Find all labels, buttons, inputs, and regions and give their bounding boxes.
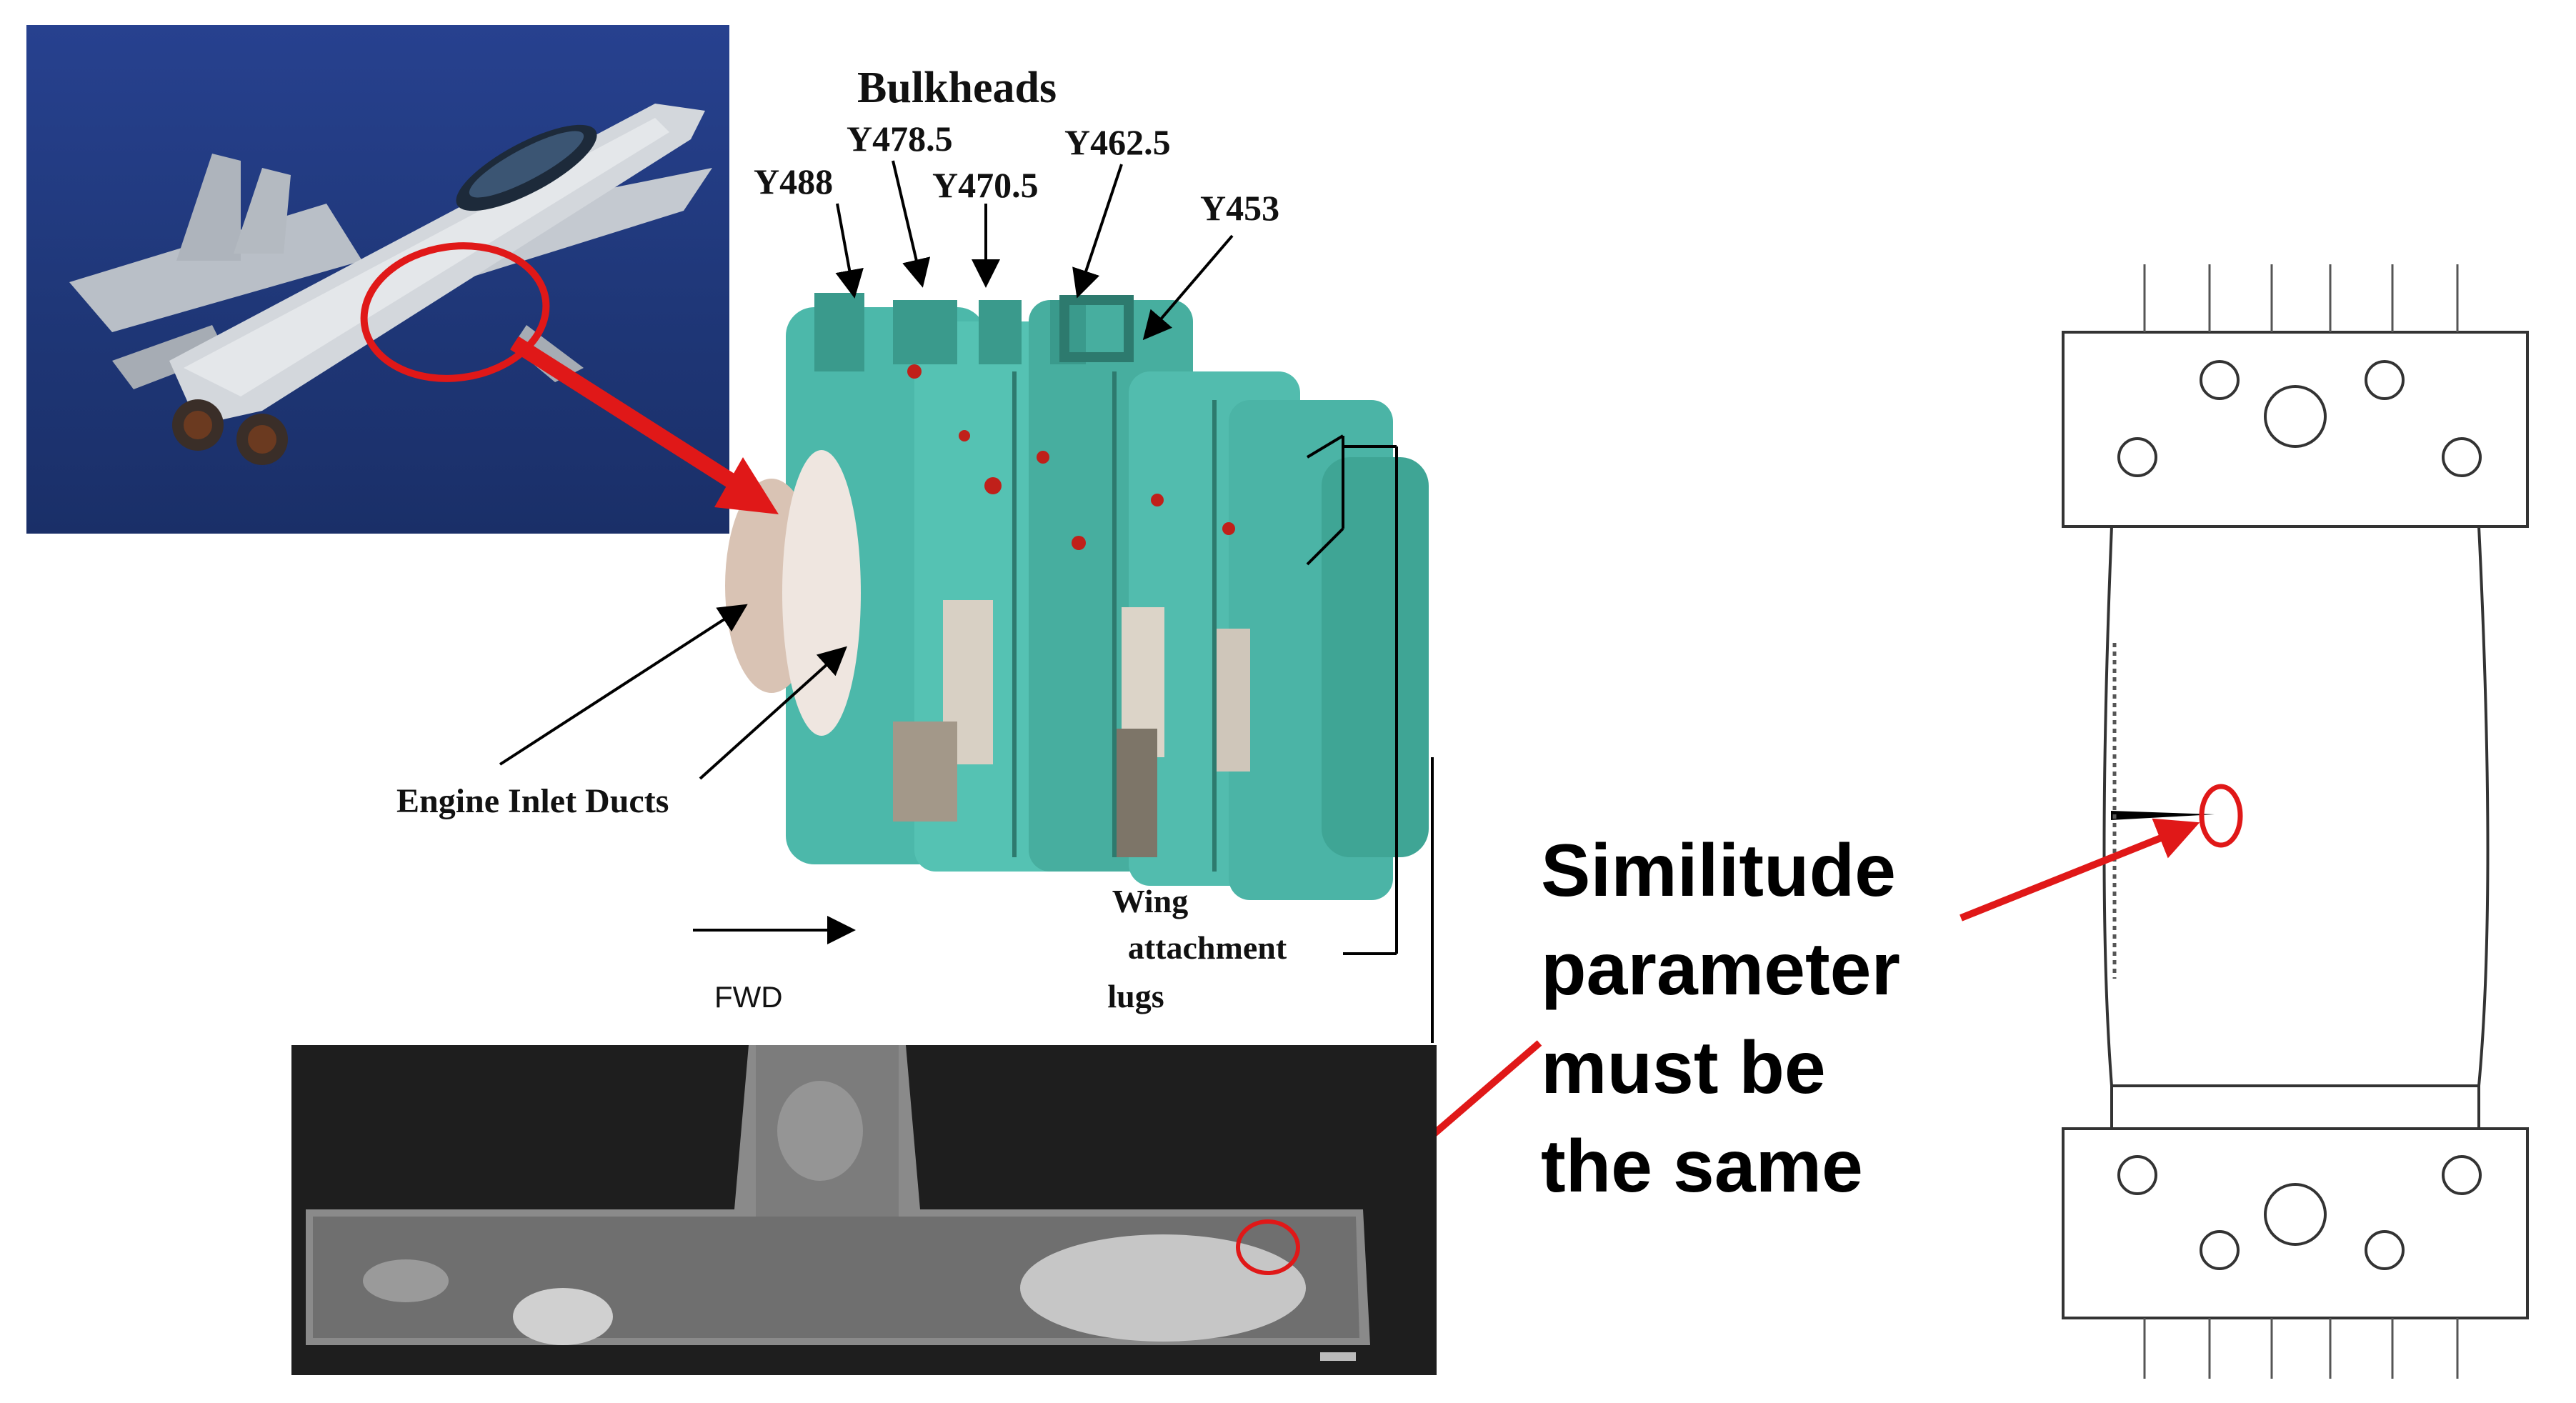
engine-inlet-label: Engine Inlet Ducts: [396, 782, 669, 820]
micrograph: [291, 1045, 1437, 1375]
aircraft-photo: [26, 25, 729, 534]
test-specimen: [2062, 264, 2529, 1379]
micrograph-icon: [291, 1045, 1437, 1375]
station-label-y478-5: Y478.5: [847, 119, 953, 159]
left-wing: [69, 204, 362, 332]
wing-label-line-1: Wing: [1112, 883, 1189, 919]
micrograph-highlight-circle: [1236, 1219, 1300, 1275]
bulkheads-title: Bulkheads: [857, 64, 1057, 112]
bulkhead-assembly: [725, 293, 1429, 900]
fwd-label: FWD: [714, 980, 783, 1014]
wing-label-line-2: attachment: [1127, 929, 1287, 966]
wing-label-line-3: lugs: [1107, 978, 1164, 1014]
similitude-line-3: must be: [1541, 1027, 1826, 1109]
similitude-line-4: the same: [1541, 1125, 1863, 1208]
similitude-label: Similitude parameter must be the same: [1541, 822, 1900, 1216]
station-label-y470-5: Y470.5: [932, 165, 1039, 205]
specimen-highlight-circle: [2199, 784, 2243, 848]
aircraft-icon: [69, 104, 712, 465]
station-label-y462-5: Y462.5: [1064, 122, 1171, 162]
station-label-y453: Y453: [1200, 188, 1280, 228]
station-label-y488: Y488: [754, 161, 834, 201]
similitude-line-1: Similitude: [1541, 829, 1896, 912]
similitude-line-2: parameter: [1541, 928, 1900, 1011]
similitude-arrow-specimen: [1960, 818, 2200, 922]
highlight-circle: [360, 242, 550, 382]
zoom-arrow-head: [714, 457, 779, 514]
zoom-arrow: [510, 336, 754, 500]
